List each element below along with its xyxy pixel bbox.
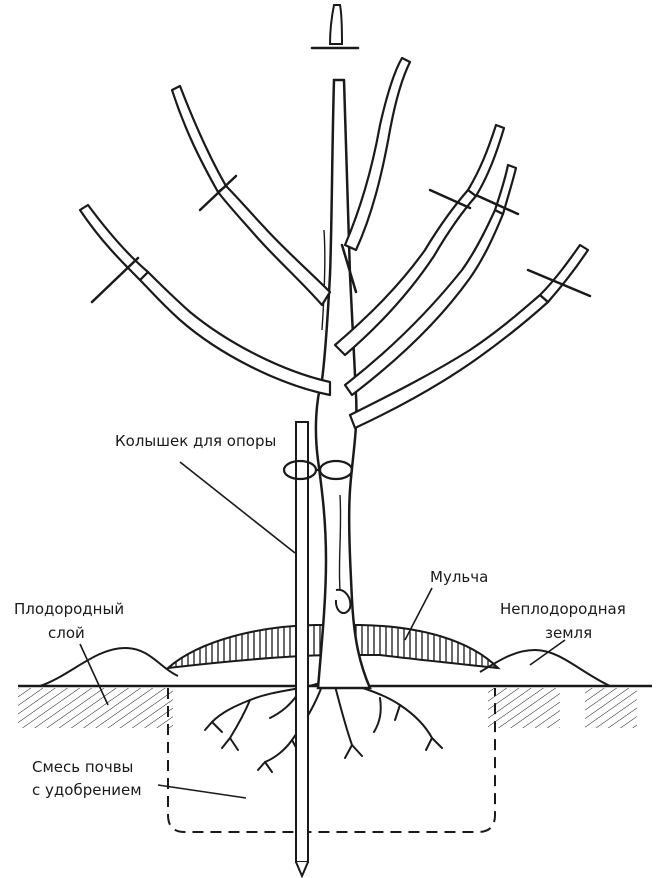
- stake-label: Колышек для опоры: [115, 432, 276, 450]
- annotation-labels: Колышек для опоры Мульча Плодородный сло…: [14, 432, 626, 799]
- tree-roots: [204, 682, 443, 773]
- fertile-layer-label-line1: Плодородный: [14, 600, 124, 618]
- stake-tie: [282, 459, 354, 481]
- soil-mix-label-line2: с удобрением: [32, 781, 142, 799]
- fertile-layer-label-line2: слой: [48, 624, 85, 642]
- pruning-cut-marks: [90, 46, 592, 304]
- infertile-soil-mound: [479, 648, 611, 687]
- planting-pit: [167, 688, 496, 833]
- infertile-soil-label-line1: Неплодородная: [500, 600, 626, 618]
- soil-mix-label-line1: Смесь почвы: [32, 758, 133, 776]
- leader-tip: [328, 4, 344, 45]
- leader-lines: [79, 461, 566, 799]
- tree-trunk: [314, 78, 372, 690]
- support-stake: [295, 421, 309, 878]
- tree-branches: [78, 56, 590, 430]
- mulch-label: Мульча: [430, 568, 488, 586]
- infertile-soil-label-line2: земля: [545, 624, 592, 642]
- fertile-soil-mound: [39, 646, 179, 687]
- soil-hatch-blocks: [18, 688, 637, 728]
